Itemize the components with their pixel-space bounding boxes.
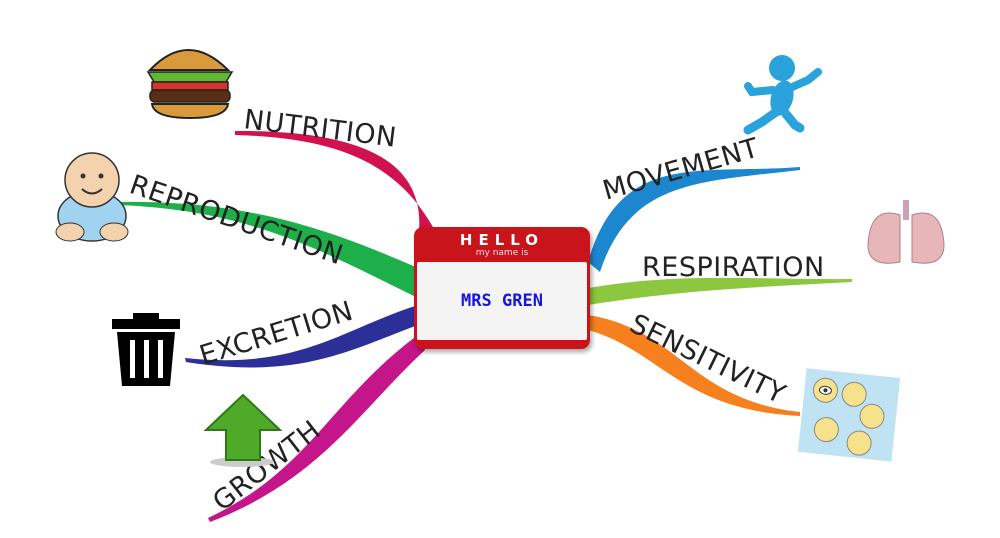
- up-arrow-icon: [203, 393, 283, 467]
- baby-icon: [55, 152, 129, 242]
- senses-icon: [797, 368, 901, 462]
- label-respiration: RESPIRATION: [642, 252, 825, 283]
- hello-heading: HELLO: [459, 231, 545, 249]
- branch-excretion: [185, 305, 418, 368]
- center-name-tag: HELLO my name is MRS GREN: [414, 227, 590, 349]
- name-area: MRS GREN: [417, 262, 587, 340]
- branch-reproduction: [118, 201, 418, 298]
- lungs-icon: [867, 200, 945, 264]
- label-nutrition: NUTRITION: [242, 104, 398, 153]
- branch-growth: [208, 335, 425, 522]
- branch-movement: [588, 167, 800, 272]
- label-reproduction: REPRODUCTION: [126, 169, 347, 271]
- branch-sensitivity: [588, 315, 800, 416]
- center-name: MRS GREN: [461, 291, 543, 311]
- running-figure-icon: [743, 55, 822, 135]
- burger-icon: [146, 49, 234, 120]
- branch-respiration: [588, 277, 852, 305]
- hello-subtitle: my name is: [475, 248, 529, 258]
- trash-can-icon: [112, 313, 180, 386]
